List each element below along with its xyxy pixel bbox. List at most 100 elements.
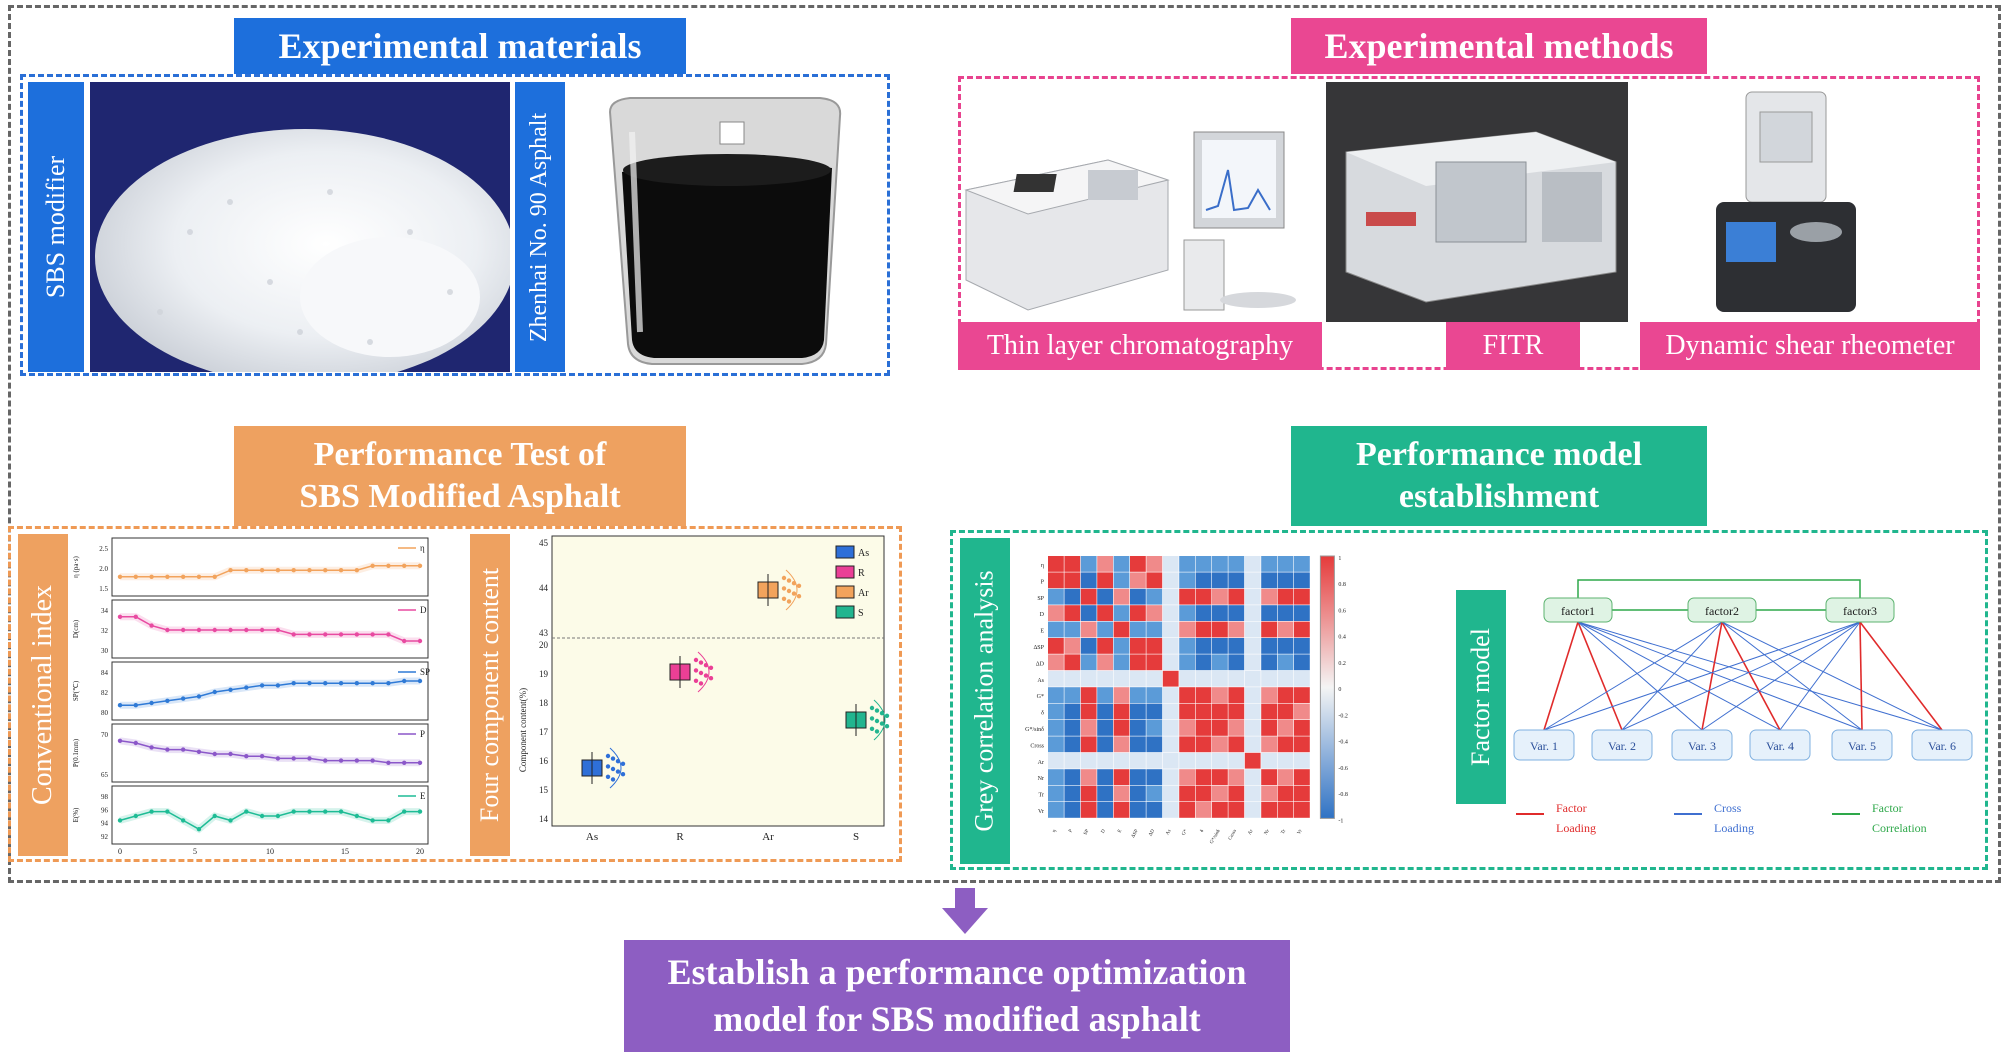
heatmap-row-label: D <box>1040 612 1045 618</box>
cross-loading-line <box>1577 621 1863 731</box>
series-point <box>417 638 423 644</box>
colorbar-tick-label: -0.8 <box>1338 792 1348 798</box>
series-point <box>117 574 123 579</box>
heatmap-cell <box>1146 638 1163 654</box>
legend-label: SP <box>420 667 430 677</box>
heatmap-cell <box>1212 621 1228 638</box>
jitter-point <box>605 774 611 779</box>
heatmap-cell <box>1146 785 1163 802</box>
series-point <box>196 694 202 699</box>
heatmap-cell <box>1277 736 1294 753</box>
heatmap-cell <box>1261 785 1277 802</box>
series-point <box>180 627 186 633</box>
heatmap-cell <box>1162 638 1179 654</box>
series-point <box>307 568 312 573</box>
heatmap-cell <box>1294 588 1310 605</box>
dsr-instrument-image <box>1686 82 1876 322</box>
heatmap-cell <box>1195 785 1212 802</box>
heatmap-cell <box>1130 703 1146 720</box>
heatmap-cell <box>1080 687 1097 703</box>
jitter-point <box>620 761 626 766</box>
heatmap-cell <box>1146 572 1163 589</box>
heatmap-cell <box>1294 769 1310 785</box>
heatmap-cell <box>1261 769 1277 785</box>
heatmap-cell <box>1228 605 1245 621</box>
heatmap-cell <box>1212 588 1228 605</box>
heatmap-cell <box>1146 687 1163 703</box>
conclusion-box: Establish a performance optimization mod… <box>624 940 1290 1052</box>
heatmap-cell <box>1179 687 1195 703</box>
jitter-point <box>698 670 704 676</box>
series-point <box>307 632 312 637</box>
heatmap-cell <box>1048 703 1064 720</box>
heatmap-row-label: E <box>1040 629 1044 635</box>
panel-tick-label: 34 <box>101 607 109 615</box>
sbs-label: SBS modifier <box>28 82 84 372</box>
heatmap-cell <box>1064 670 1081 687</box>
heatmap-cell <box>1195 752 1212 769</box>
legend-swatch <box>835 605 855 619</box>
heatmap-cell <box>1195 556 1212 572</box>
heatmap-cell <box>1294 703 1310 720</box>
heatmap-cell <box>1080 752 1097 769</box>
heatmap-cell <box>1113 720 1130 736</box>
series-point <box>307 756 312 761</box>
heatmap-cell <box>1244 654 1261 671</box>
heatmap-cell <box>1195 736 1212 753</box>
methods-title: Experimental methods <box>1291 18 1707 74</box>
jitter-point <box>610 756 616 761</box>
plot-area <box>551 535 885 827</box>
heatmap-cell <box>1277 703 1294 720</box>
heatmap-cell <box>1146 752 1163 769</box>
factor-loading-line <box>1721 621 1781 731</box>
y-tick-label: 17 <box>539 727 549 737</box>
variable-node <box>1591 729 1653 761</box>
heatmap-cell <box>1080 785 1097 802</box>
heatmap-cell <box>1064 736 1081 753</box>
heatmap-cell <box>1080 703 1097 720</box>
heatmap-cell <box>1064 703 1081 720</box>
heatmap-cell <box>1146 605 1163 621</box>
heatmap-cell <box>1064 605 1081 621</box>
series-point <box>228 751 233 757</box>
heatmap-row-label: G* <box>1037 694 1044 700</box>
heatmap-cell <box>1130 752 1146 769</box>
series-point <box>149 623 154 628</box>
heatmap-cell <box>1162 752 1179 769</box>
jitter-point <box>786 599 792 604</box>
legend-label: Ar <box>858 588 869 599</box>
series-point <box>149 574 154 579</box>
heatmap-cell <box>1162 588 1179 605</box>
heatmap-cell <box>1261 736 1277 753</box>
legend-label: D <box>420 605 427 615</box>
series-point <box>323 809 328 814</box>
series-point <box>259 813 265 819</box>
heatmap-cell <box>1294 785 1310 802</box>
series-point <box>417 760 423 765</box>
heatmap-cell <box>1080 572 1097 589</box>
heatmap-cell <box>1294 605 1310 621</box>
variable-node <box>1749 729 1811 761</box>
heatmap-cell <box>1130 720 1146 736</box>
colorbar-tick-label: 0 <box>1338 687 1341 693</box>
heatmap-cell <box>1130 785 1146 802</box>
heatmap-row-label: SP <box>1037 596 1044 602</box>
variable-node-label: Var. 6 <box>1928 739 1956 753</box>
heatmap-cell <box>1179 588 1195 605</box>
performance-frame <box>8 526 902 862</box>
series-point <box>338 809 344 814</box>
heatmap-cell <box>1113 785 1130 802</box>
jitter-point <box>791 591 797 596</box>
heatmap-cell <box>1162 687 1179 703</box>
series-point <box>244 809 249 814</box>
heatmap-cell <box>1097 769 1113 785</box>
heatmap-cell <box>1261 802 1277 818</box>
heatmap-cell <box>1212 752 1228 769</box>
factor-loading-line <box>1577 621 1623 731</box>
y-axis-label: Component content(%) <box>518 688 528 772</box>
heatmap-cell <box>1179 720 1195 736</box>
heatmap-cell <box>1162 720 1179 736</box>
heatmap-cell <box>1146 703 1163 720</box>
heatmap-cell <box>1277 769 1294 785</box>
